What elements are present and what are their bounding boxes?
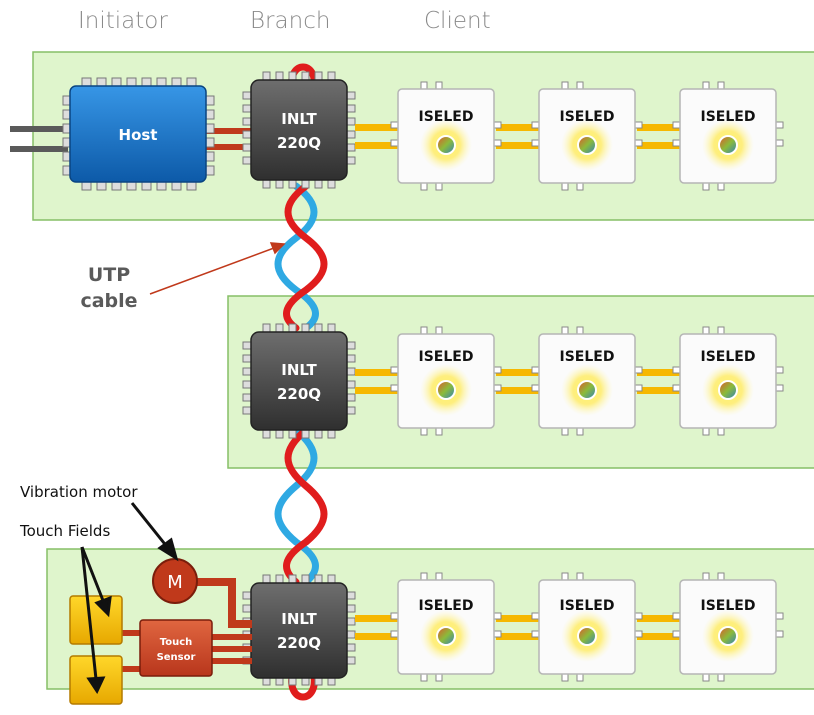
iseled-2-2: ISELED [531,326,643,436]
motor-label: M [167,572,183,593]
host-chip: Host [62,77,215,191]
iseled-label: ISELED [560,598,615,614]
iseled-3-1: ISELED [390,572,502,682]
led-traces [355,124,681,640]
header-client: Client [424,8,491,34]
host-branch-wires [204,128,252,150]
touch-sensor-line1: Touch [160,637,193,648]
utp-line2: cable [80,290,138,312]
branch-chip-2: INLT 220Q [242,323,356,439]
chip-3-line2: 220Q [277,634,321,652]
iseled-3-2: ISELED [531,572,643,682]
chip-1-line2: 220Q [277,134,321,152]
touch-sensor: Touch Sensor [139,619,213,677]
iseled-1-2: ISELED [531,81,643,191]
header-initiator: Initiator [78,8,168,34]
utp-cable [274,63,328,701]
host-label: Host [119,126,158,144]
iseled-3-3: ISELED [672,572,784,682]
vibration-motor: M [152,558,198,604]
iseled-label: ISELED [560,349,615,365]
vibration-motor-label: Vibration motor [20,483,138,501]
host-input-wires [10,126,68,152]
iseled-label: ISELED [701,598,756,614]
touch-sensor-line2: Sensor [157,652,196,663]
chip-1-line1: INLT [281,110,317,128]
iseled-label: ISELED [701,109,756,125]
utp-line1: UTP [87,264,131,286]
sensor-wires [122,578,252,672]
branch-chip-1: INLT 220Q [242,71,356,189]
annotation-arrows [80,502,179,695]
header-branch: Branch [250,8,331,34]
iseled-1-3: ISELED [672,81,784,191]
iseled-label: ISELED [419,349,474,365]
chip-2-line2: 220Q [277,385,321,403]
iseled-label: ISELED [419,109,474,125]
iseled-2-1: ISELED [390,326,502,436]
touch-fields-label: Touch Fields [20,522,111,540]
iseled-1-1: ISELED [390,81,502,191]
chip-3-line1: INLT [281,610,317,628]
iseled-2-3: ISELED [672,326,784,436]
iseled-label: ISELED [419,598,474,614]
iseled-label: ISELED [701,349,756,365]
utp-pointer [149,242,286,295]
utp-label: UTP cable [70,262,148,314]
chip-2-line1: INLT [281,361,317,379]
iseled-label: ISELED [560,109,615,125]
branch-chip-3: INLT 220Q [242,574,356,686]
